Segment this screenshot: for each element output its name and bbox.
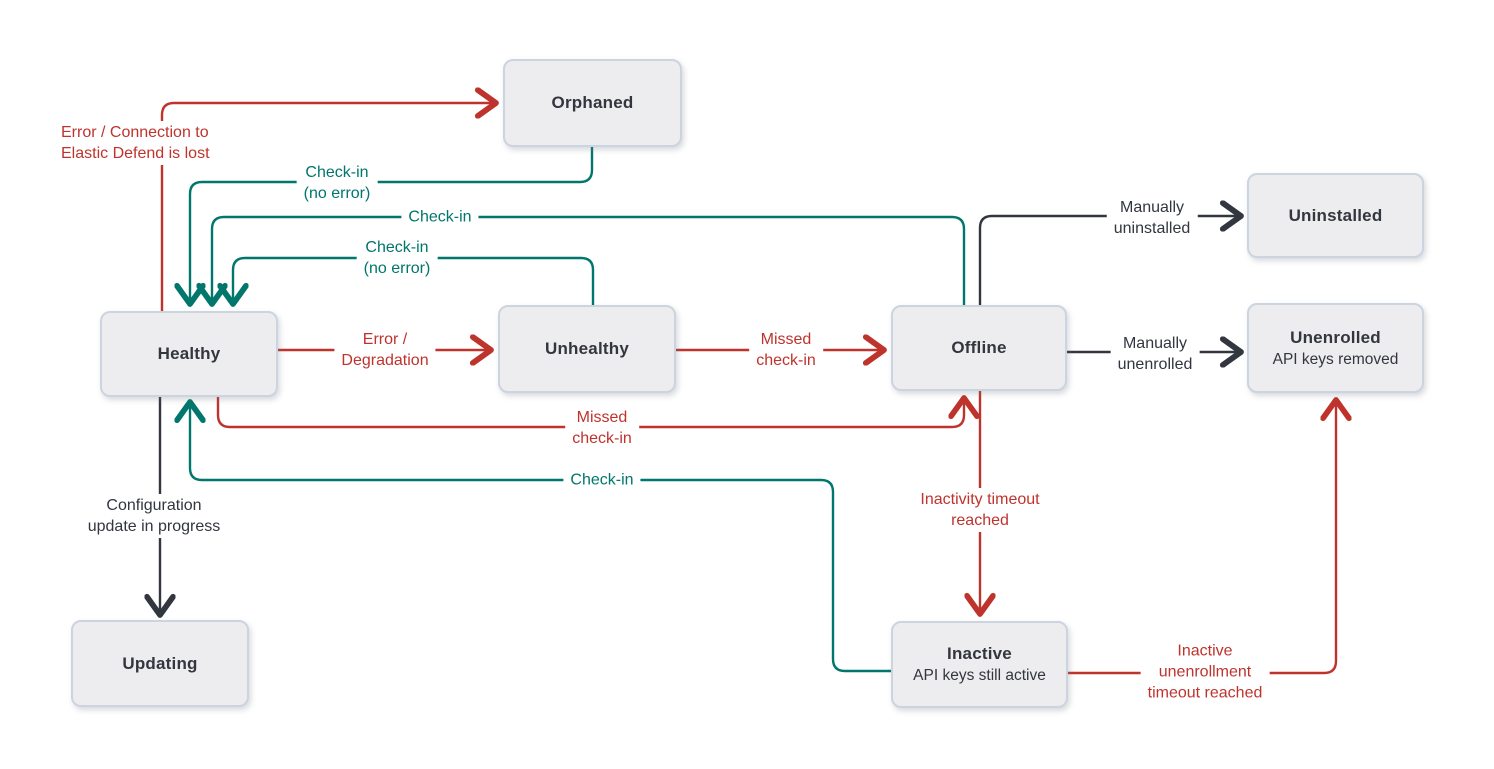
edge-offline-healthy [212, 215, 966, 305]
node-unenrolled-sublabel: API keys removed [1272, 350, 1399, 368]
edge-label-checkin-offline: Check-in [401, 205, 479, 229]
edge-label-error-degradation: Error / Degradation [334, 328, 436, 372]
edge-label-error-connection: Error / Connection to Elastic Defend is … [56, 121, 215, 165]
node-unenrolled-label: Unenrolled [1290, 327, 1381, 347]
edge-label-manually-unenrolled: Manually unenrolled [1110, 332, 1200, 376]
edge-label-manually-uninstalled: Manually uninstalled [1106, 196, 1198, 240]
node-healthy-label: Healthy [157, 344, 221, 363]
edge-inactive-healthy [190, 402, 891, 673]
edge-label-inactive-unenrollment-timeout: Inactive unenrollment timeout reached [1140, 639, 1270, 705]
edge-label-inactivity-timeout: Inactivity timeout reached [913, 488, 1047, 532]
node-orphaned-label: Orphaned [551, 93, 634, 112]
node-unhealthy-label: Unhealthy [545, 339, 629, 358]
node-updating-label: Updating [122, 653, 198, 673]
node-offline: Offline [891, 305, 1067, 391]
edge-label-checkin-inactive: Check-in [563, 468, 641, 492]
edge-label-missed-checkin-unhealthy: Missed check-in [749, 328, 823, 372]
node-inactive-sublabel: API keys still active [913, 667, 1046, 684]
node-unhealthy: Unhealthy [498, 305, 676, 393]
edge-healthy-orphaned [160, 103, 496, 311]
node-offline-label: Offline [951, 338, 1007, 357]
node-inactive-label: Inactive [947, 644, 1012, 663]
edge-inactive-unenrolled [1068, 400, 1336, 675]
edge-orphaned-healthy [190, 147, 594, 304]
edge-label-checkin-noerror-orphaned: Check-in (no error) [296, 161, 378, 205]
node-healthy: Healthy [100, 311, 278, 397]
node-updating: Updating [71, 620, 249, 707]
node-uninstalled: Uninstalled [1247, 173, 1424, 258]
node-unenrolled: Unenrolled API keys removed [1247, 303, 1424, 393]
edge-offline-uninstalled [978, 216, 1241, 305]
node-uninstalled-label: Uninstalled [1288, 205, 1383, 225]
node-inactive: Inactive API keys still active [891, 621, 1068, 708]
edge-label-checkin-noerror-unhealthy: Check-in (no error) [356, 236, 438, 280]
edge-label-missed-checkin-healthy: Missed check-in [565, 406, 639, 450]
edge-label-configuration-update: Configuration update in progress [80, 494, 228, 538]
node-orphaned: Orphaned [503, 59, 682, 147]
